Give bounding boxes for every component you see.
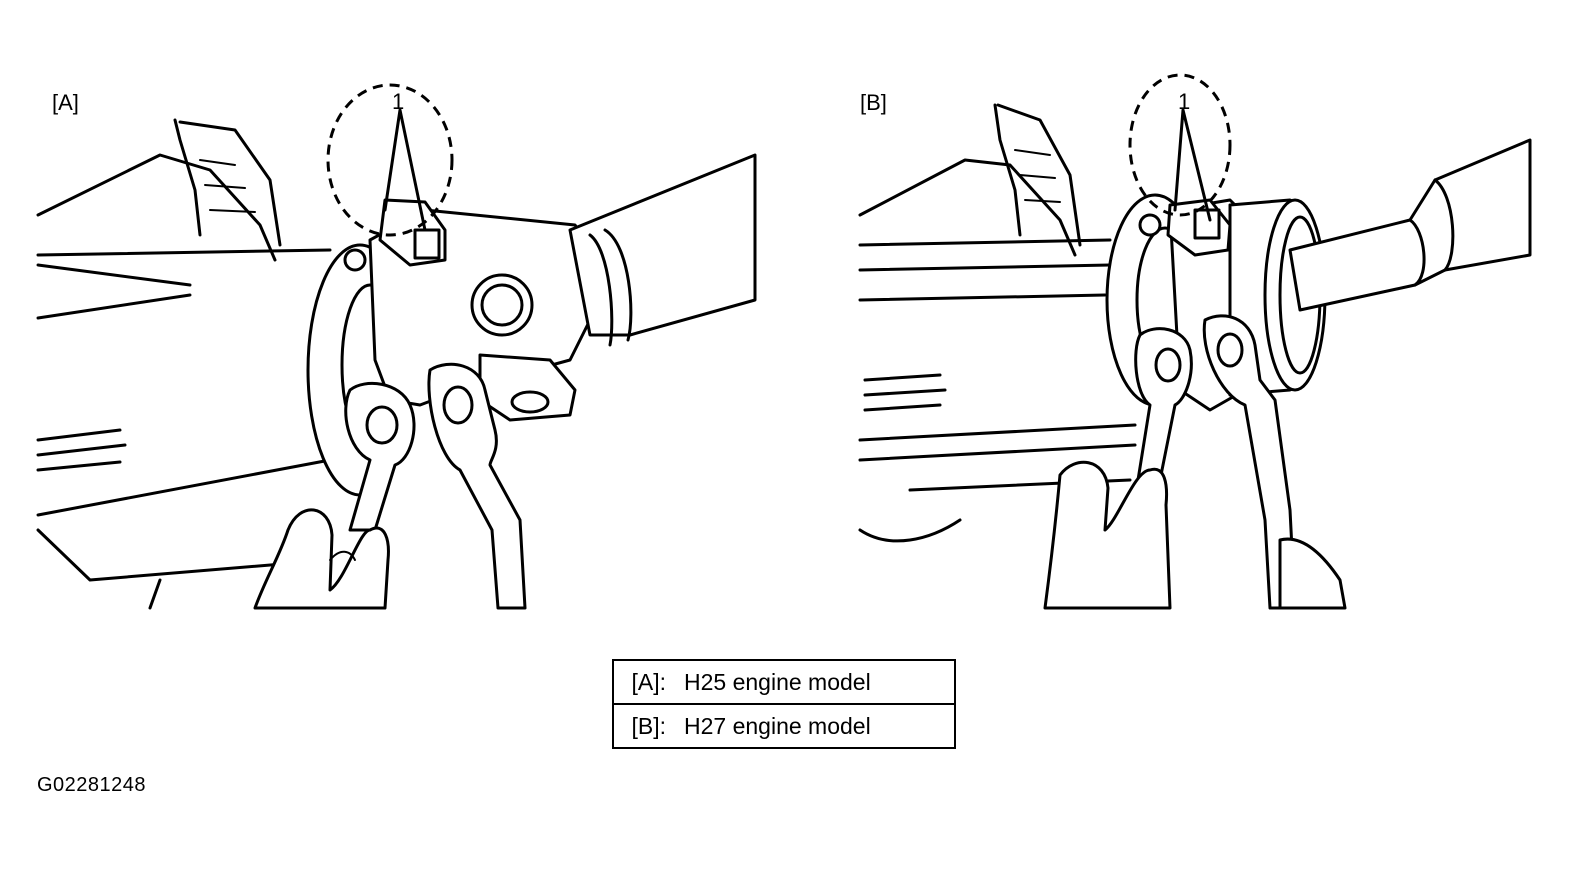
callout-number-a: 1 bbox=[392, 89, 405, 114]
figure-id: G02281248 bbox=[37, 774, 147, 796]
legend-key-b: [B]: bbox=[631, 712, 666, 739]
legend-description-b: H27 engine model bbox=[684, 712, 871, 739]
panel-label-a: [A] bbox=[52, 90, 79, 115]
legend-key-a: [A]: bbox=[631, 668, 666, 695]
legend-description-a: H25 engine model bbox=[684, 668, 871, 695]
illustration-panel-b: [B] 1 bbox=[850, 60, 1596, 620]
driveshaft-flange-illustration-b bbox=[858, 73, 1532, 610]
legend-table: [A]: H25 engine model [B]: H27 engine mo… bbox=[612, 659, 956, 749]
driveshaft-flange-illustration-a bbox=[36, 83, 757, 610]
legend-row-a: [A]: H25 engine model bbox=[612, 659, 956, 705]
illustration-panel-a: [A] 1 bbox=[30, 60, 790, 620]
callout-number-b: 1 bbox=[1178, 89, 1191, 114]
panel-label-b: [B] bbox=[860, 90, 887, 115]
legend-row-b: [B]: H27 engine model bbox=[612, 703, 956, 749]
